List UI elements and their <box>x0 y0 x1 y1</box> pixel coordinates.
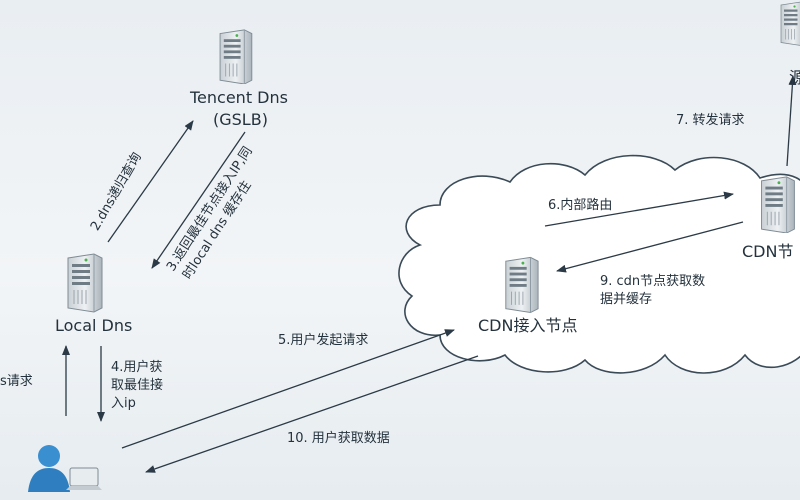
tencent-dns-sublabel: (GSLB) <box>213 110 268 129</box>
arrow-step7 <box>786 75 797 167</box>
arrow-step9 <box>556 221 744 273</box>
step4-label-line2: 取最佳接 <box>111 378 164 393</box>
step1-label: s请求 <box>0 374 33 389</box>
cdn-cloud <box>398 154 800 374</box>
arrow-step3 <box>151 131 246 269</box>
tencent-dns-label: Tencent Dns <box>190 88 288 107</box>
arrow-step10 <box>145 355 479 473</box>
arrow-step5 <box>121 329 455 449</box>
step4-label-line1: 4.用户获 <box>111 360 163 375</box>
cdn-access-server-icon <box>505 256 539 313</box>
step9-label-line2: 据并缓存 <box>600 292 653 307</box>
origin-label: 源 <box>789 68 800 87</box>
local-dns-server-icon <box>67 253 103 313</box>
step7-label: 7. 转发请求 <box>676 113 745 128</box>
cdn-node-server-icon <box>761 176 795 233</box>
local-dns-label: Local Dns <box>55 316 133 335</box>
arrow-step2 <box>107 120 194 243</box>
step10-label: 10. 用户获取数据 <box>287 431 390 446</box>
tencent-dns-server-icon <box>219 29 253 84</box>
cdn-node-label: CDN节 <box>742 242 794 261</box>
origin-server-icon <box>780 1 800 46</box>
step4-label-line3: 入ip <box>111 396 136 411</box>
cdn-access-node-label: CDN接入节点 <box>478 316 578 335</box>
arrow-step6 <box>544 191 734 227</box>
user-icon <box>28 445 102 492</box>
step5-label: 5.用户发起请求 <box>278 333 369 348</box>
step6-label: 6.内部路由 <box>548 198 613 213</box>
step9-label-line1: 9. cdn节点获取数 <box>600 274 706 289</box>
